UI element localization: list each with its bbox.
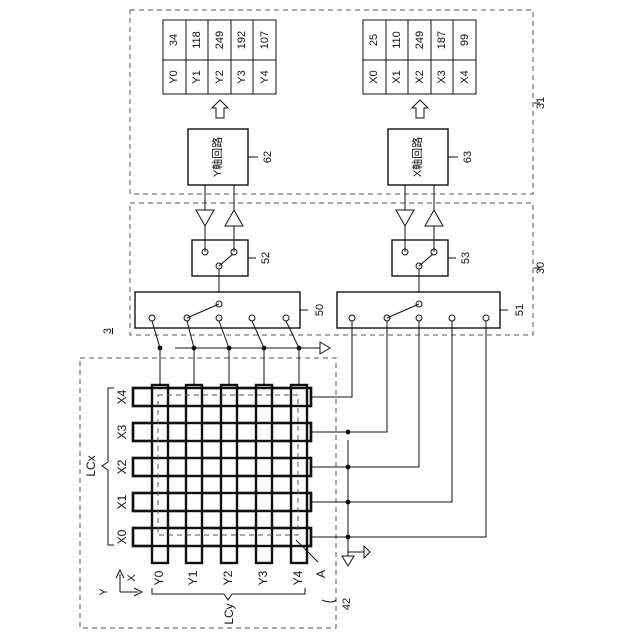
y-multiplexer-terminal xyxy=(216,315,222,321)
y-junction-dot xyxy=(158,346,163,351)
y-multiplexer xyxy=(135,292,300,328)
x-multiplexer-contact xyxy=(387,304,419,318)
x-multiplexer-terminal xyxy=(449,315,455,321)
y-electrode xyxy=(291,385,307,563)
lcx-label: LCx xyxy=(84,455,98,476)
x-axis-label: X xyxy=(126,574,138,582)
x-multiplexer-wire xyxy=(311,321,387,432)
y-table-label: Y3 xyxy=(236,70,248,83)
y-electrode-label: Y2 xyxy=(221,570,235,585)
point-a-label: A xyxy=(314,570,328,578)
y-electrode-label: Y3 xyxy=(256,570,270,585)
x-electrode-label: X1 xyxy=(115,494,129,509)
x-switch-ref: 53 xyxy=(460,252,472,264)
y-multiplexer-wire xyxy=(286,321,299,348)
y-switch-contact xyxy=(219,254,233,266)
x-receive-amplifier-icon xyxy=(396,210,414,226)
x-axis-circuit-ref: 63 xyxy=(462,151,474,163)
x-electrode-label: X4 xyxy=(115,389,129,404)
x-table-value: 99 xyxy=(459,34,471,46)
y-table-value: 249 xyxy=(214,31,226,49)
sensor-panel-ref: 42 xyxy=(341,598,353,610)
x-multiplexer-wire xyxy=(311,321,486,537)
x-table-label: X1 xyxy=(391,70,403,83)
y-multiplexer-terminal xyxy=(283,315,289,321)
lcy-label: LCy xyxy=(222,603,236,624)
lcy-brace xyxy=(152,588,305,600)
x-multiplexer-wire xyxy=(311,321,352,397)
y-table-value: 118 xyxy=(191,31,203,49)
y-value-table: 34Y0 118Y1 249Y2 192Y3 107Y4 xyxy=(163,20,276,94)
lcx-brace xyxy=(102,388,114,545)
y-output-arrow-icon xyxy=(212,100,228,118)
y-electrode xyxy=(152,385,168,563)
x-electrode-label: X0 xyxy=(115,529,129,544)
x-table-label: X4 xyxy=(459,70,471,83)
x-table-label: X2 xyxy=(414,70,426,83)
x-table-value: 249 xyxy=(414,31,426,49)
y-electrode-label: Y1 xyxy=(186,570,200,585)
y-receive-amplifier-icon xyxy=(196,210,214,226)
x-multiplexer-terminal xyxy=(349,315,355,321)
figure-ref: 3 xyxy=(102,328,114,334)
y-multiplexer-terminal xyxy=(249,315,255,321)
y-electrode xyxy=(186,385,202,563)
x-table-value: 110 xyxy=(391,31,403,49)
x-switch-box xyxy=(392,240,448,276)
x-electrode-label: X2 xyxy=(115,459,129,474)
axis-indicator: X Y xyxy=(98,570,142,596)
processing-block-frame xyxy=(130,203,533,335)
y-multiplexer-box xyxy=(135,292,300,328)
y-table-label: Y1 xyxy=(191,70,203,83)
y-electrode xyxy=(221,385,237,563)
x-drive-amplifier-icon xyxy=(425,210,443,226)
x-electrode-label: X3 xyxy=(115,424,129,439)
x-multiplexer-terminal xyxy=(483,315,489,321)
x-table-label: X0 xyxy=(368,70,380,83)
y-axis-circuit-ref: 62 xyxy=(262,151,274,163)
y-table-label: Y4 xyxy=(259,70,271,83)
x-multiplexer-terminal xyxy=(416,315,422,321)
y-axis-circuit-label: Y軸回路 xyxy=(210,137,224,177)
electrode-grid: X4X3X2X1X0Y0 Y1 Y2 Y3 Y4 xyxy=(115,321,486,585)
ground-icon xyxy=(342,556,354,566)
y-electrode-label: Y4 xyxy=(291,570,305,585)
x-switch-contact xyxy=(419,254,433,266)
x-multiplexer-wire xyxy=(311,321,419,467)
y-multiplexer-ref: 50 xyxy=(314,304,326,316)
y-multiplexer-contact xyxy=(187,304,219,318)
y-axis-label: Y xyxy=(98,588,110,596)
x-multiplexer-ref: 51 xyxy=(514,304,526,316)
x-bias-arrow-icon xyxy=(364,546,370,558)
x-table-label: X3 xyxy=(436,70,448,83)
processing-block-ref: 30 xyxy=(535,262,547,274)
y-switch-ref: 52 xyxy=(260,252,272,264)
x-junction-dot xyxy=(346,430,351,435)
y-switch-box xyxy=(192,240,248,276)
x-axis-circuit-label: X軸回路 xyxy=(410,137,424,177)
x-switch xyxy=(392,240,448,292)
x-output-arrow-icon xyxy=(412,100,428,118)
y-multiplexer-terminal xyxy=(149,315,155,321)
y-table-value: 192 xyxy=(236,31,248,49)
x-table-value: 25 xyxy=(368,34,380,46)
x-value-table: 25X0 110X1 249X2 187X3 99X4 xyxy=(363,20,476,94)
y-drive-amplifier-icon xyxy=(225,210,243,226)
y-table-value: 34 xyxy=(168,34,180,46)
y-table-label: Y2 xyxy=(214,70,226,83)
x-multiplexer-wire xyxy=(311,321,452,502)
y-electrode-label: Y0 xyxy=(152,570,166,585)
x-table-value: 187 xyxy=(436,31,448,49)
y-switch xyxy=(192,240,248,292)
y-table-value: 107 xyxy=(259,31,271,49)
y-bias-arrow-icon xyxy=(320,342,330,354)
y-table-label: Y0 xyxy=(168,70,180,83)
y-electrode xyxy=(256,385,272,563)
